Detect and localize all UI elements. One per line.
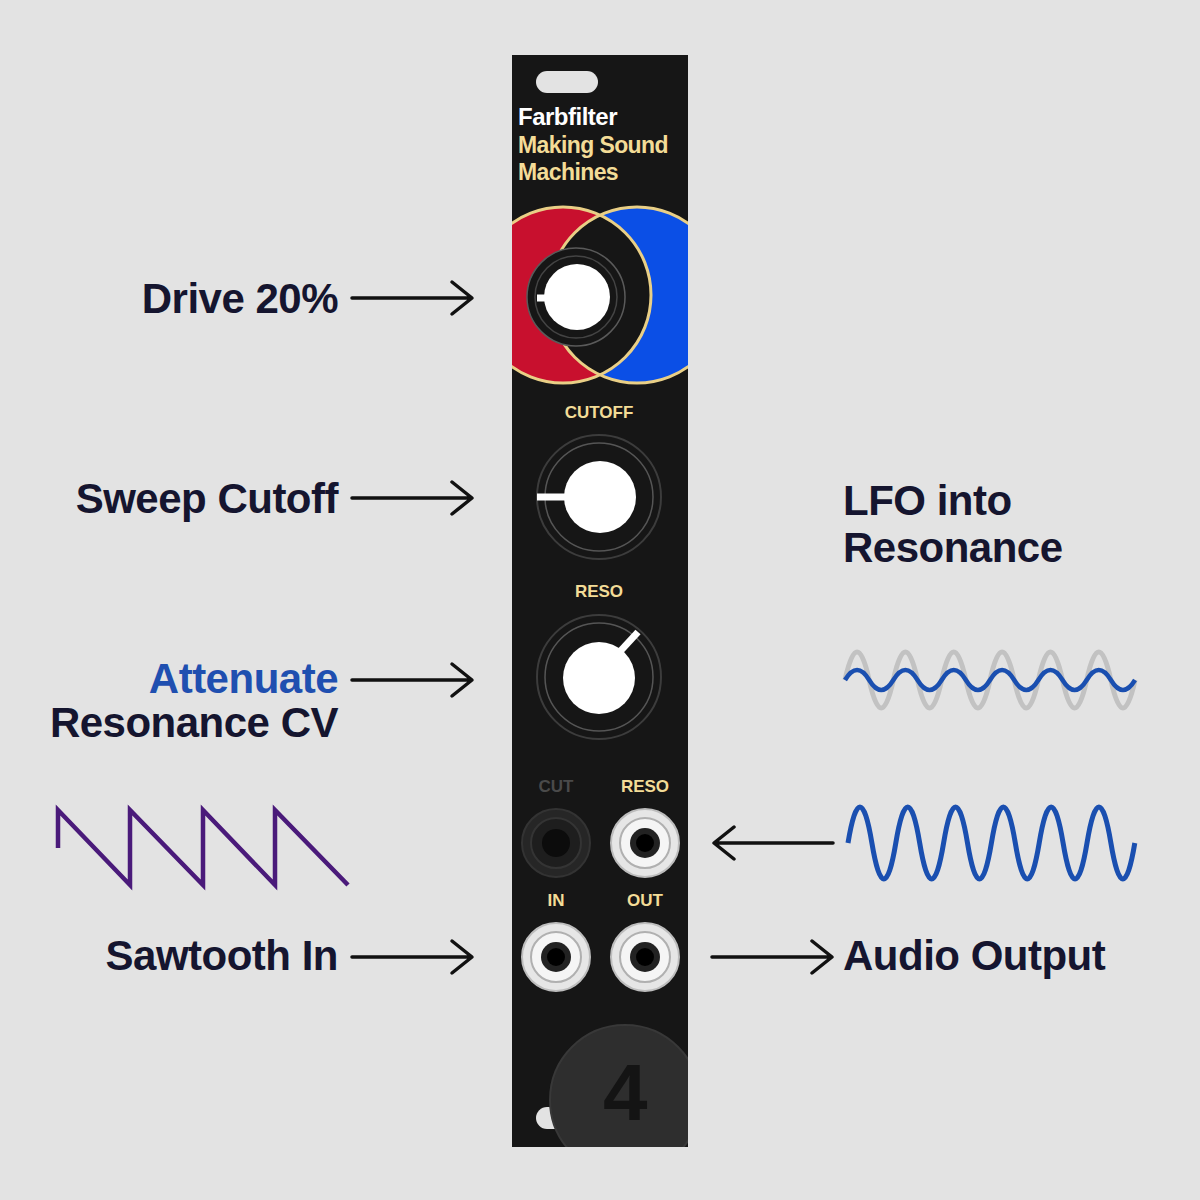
jack-label: CUT	[518, 777, 594, 797]
annotation-highlight: Attenuate	[5, 655, 338, 702]
reso-knob-graphic	[537, 615, 661, 739]
sawtooth-wave	[58, 810, 348, 885]
leader-arrow	[352, 482, 472, 514]
knob-label: RESO	[530, 582, 668, 602]
knob-label: CUTOFF	[530, 403, 668, 423]
jack-label: IN	[518, 891, 594, 911]
leader-arrow	[712, 941, 832, 973]
annotation: Sweep Cutoff	[5, 475, 338, 522]
gold-ring	[512, 207, 651, 383]
annotation: Drive 20%	[5, 275, 338, 322]
jack-disabled	[522, 809, 590, 877]
cut-cv-jack: CUT	[518, 775, 594, 879]
module-title: Farbfilter	[518, 103, 684, 131]
lfo-attenuated-wave	[845, 670, 1135, 690]
reso-cv-jack: RESO	[607, 775, 683, 879]
mounting-slot	[536, 71, 598, 93]
reso-knob: RESO	[530, 580, 668, 742]
leader-arrow	[352, 941, 472, 973]
cutoff-knob-graphic	[537, 435, 661, 559]
jack-socket	[611, 923, 679, 991]
leader-arrow	[352, 282, 472, 314]
module-number: 4	[585, 1048, 665, 1138]
annotation: LFO into Resonance	[843, 477, 1103, 571]
audio-input-jack: IN	[518, 889, 594, 993]
leader-arrow	[714, 827, 833, 859]
annotation: Audio Output	[843, 932, 1173, 979]
leader-arrow	[352, 664, 472, 696]
audio-output-jack: OUT	[607, 889, 683, 993]
annotation: Sawtooth In	[5, 932, 338, 979]
cutoff-knob: CUTOFF	[530, 400, 668, 562]
venn-logo	[512, 207, 688, 1147]
lfo-full-wave	[845, 652, 1135, 708]
jack-label: RESO	[607, 777, 683, 797]
brand-name: Making Sound Machines	[518, 132, 684, 186]
lfo-wave	[848, 807, 1135, 879]
jack-socket	[611, 809, 679, 877]
number-badge	[550, 1025, 688, 1147]
jack-socket	[522, 923, 590, 991]
module-panel: FarbfilterMaking Sound MachinesCUTOFF RES…	[512, 55, 688, 1147]
annotation: Resonance CV	[5, 699, 338, 746]
jack-label: OUT	[607, 891, 683, 911]
drive-knob	[527, 248, 625, 346]
